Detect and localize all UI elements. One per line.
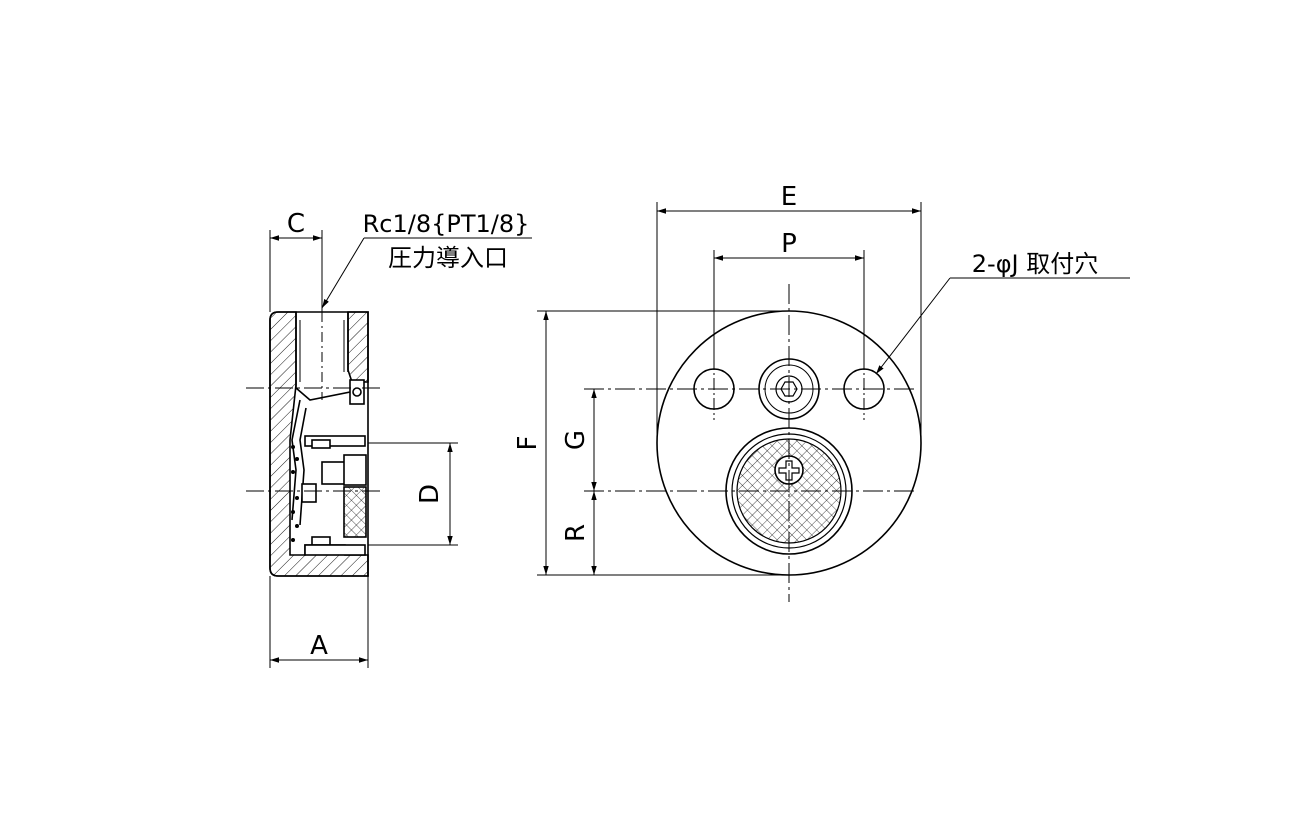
front-dimensions xyxy=(537,202,1130,576)
dim-label-g: G xyxy=(561,430,591,450)
mount-hole-label: 2-φJ 取付穴 xyxy=(972,250,1098,278)
port-name-label: 圧力導入口 xyxy=(388,244,508,272)
side-section-view xyxy=(246,311,380,577)
dim-label-e: E xyxy=(781,182,797,212)
dim-label-c: C xyxy=(287,209,305,239)
dim-label-d: D xyxy=(415,484,445,504)
side-top-right-hatch xyxy=(347,311,369,383)
side-dimensions xyxy=(269,230,532,668)
dim-label-a: A xyxy=(310,631,328,661)
seal-detail xyxy=(291,445,299,542)
front-view xyxy=(584,284,922,602)
dim-label-p: P xyxy=(781,229,797,259)
port-spec-label: Rc1/8{PT1/8} xyxy=(363,210,530,238)
dim-label-r: R xyxy=(561,524,591,542)
dim-label-f: F xyxy=(513,436,543,451)
filter-section xyxy=(343,486,367,538)
